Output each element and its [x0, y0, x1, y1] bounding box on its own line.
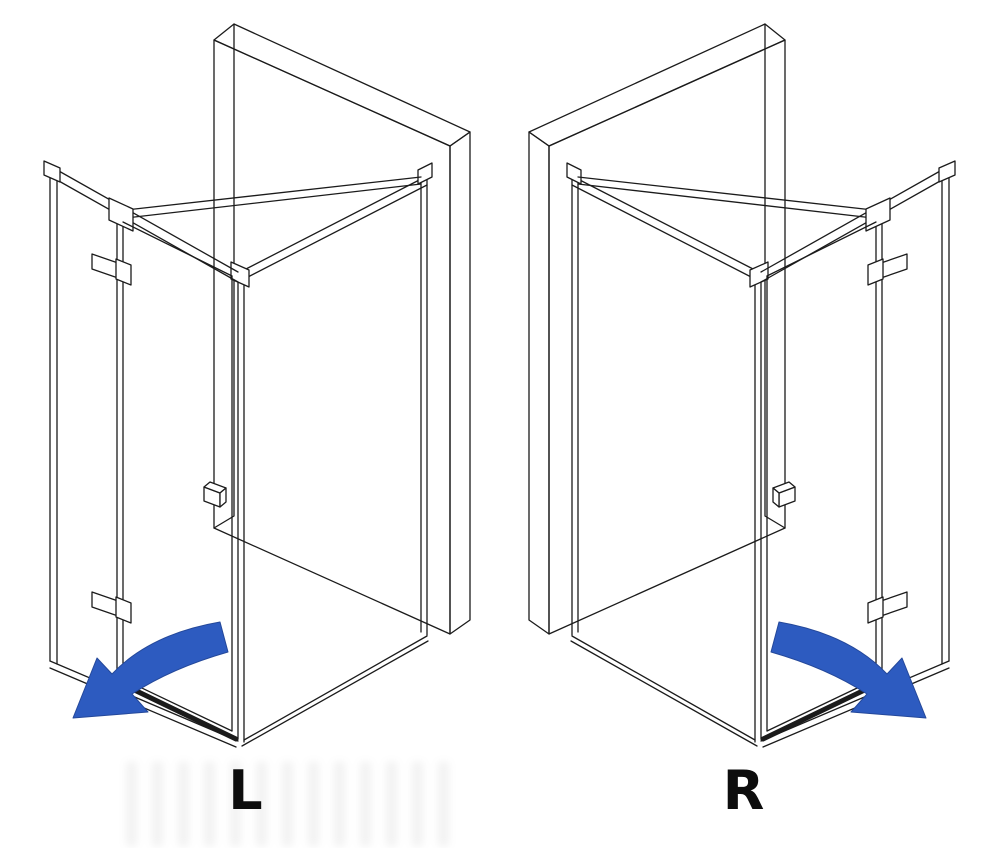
variant-label-left: L — [228, 759, 264, 822]
variant-label-right: R — [722, 759, 766, 822]
shower-enclosure-left — [44, 24, 470, 747]
shower-enclosure-right — [529, 24, 955, 747]
